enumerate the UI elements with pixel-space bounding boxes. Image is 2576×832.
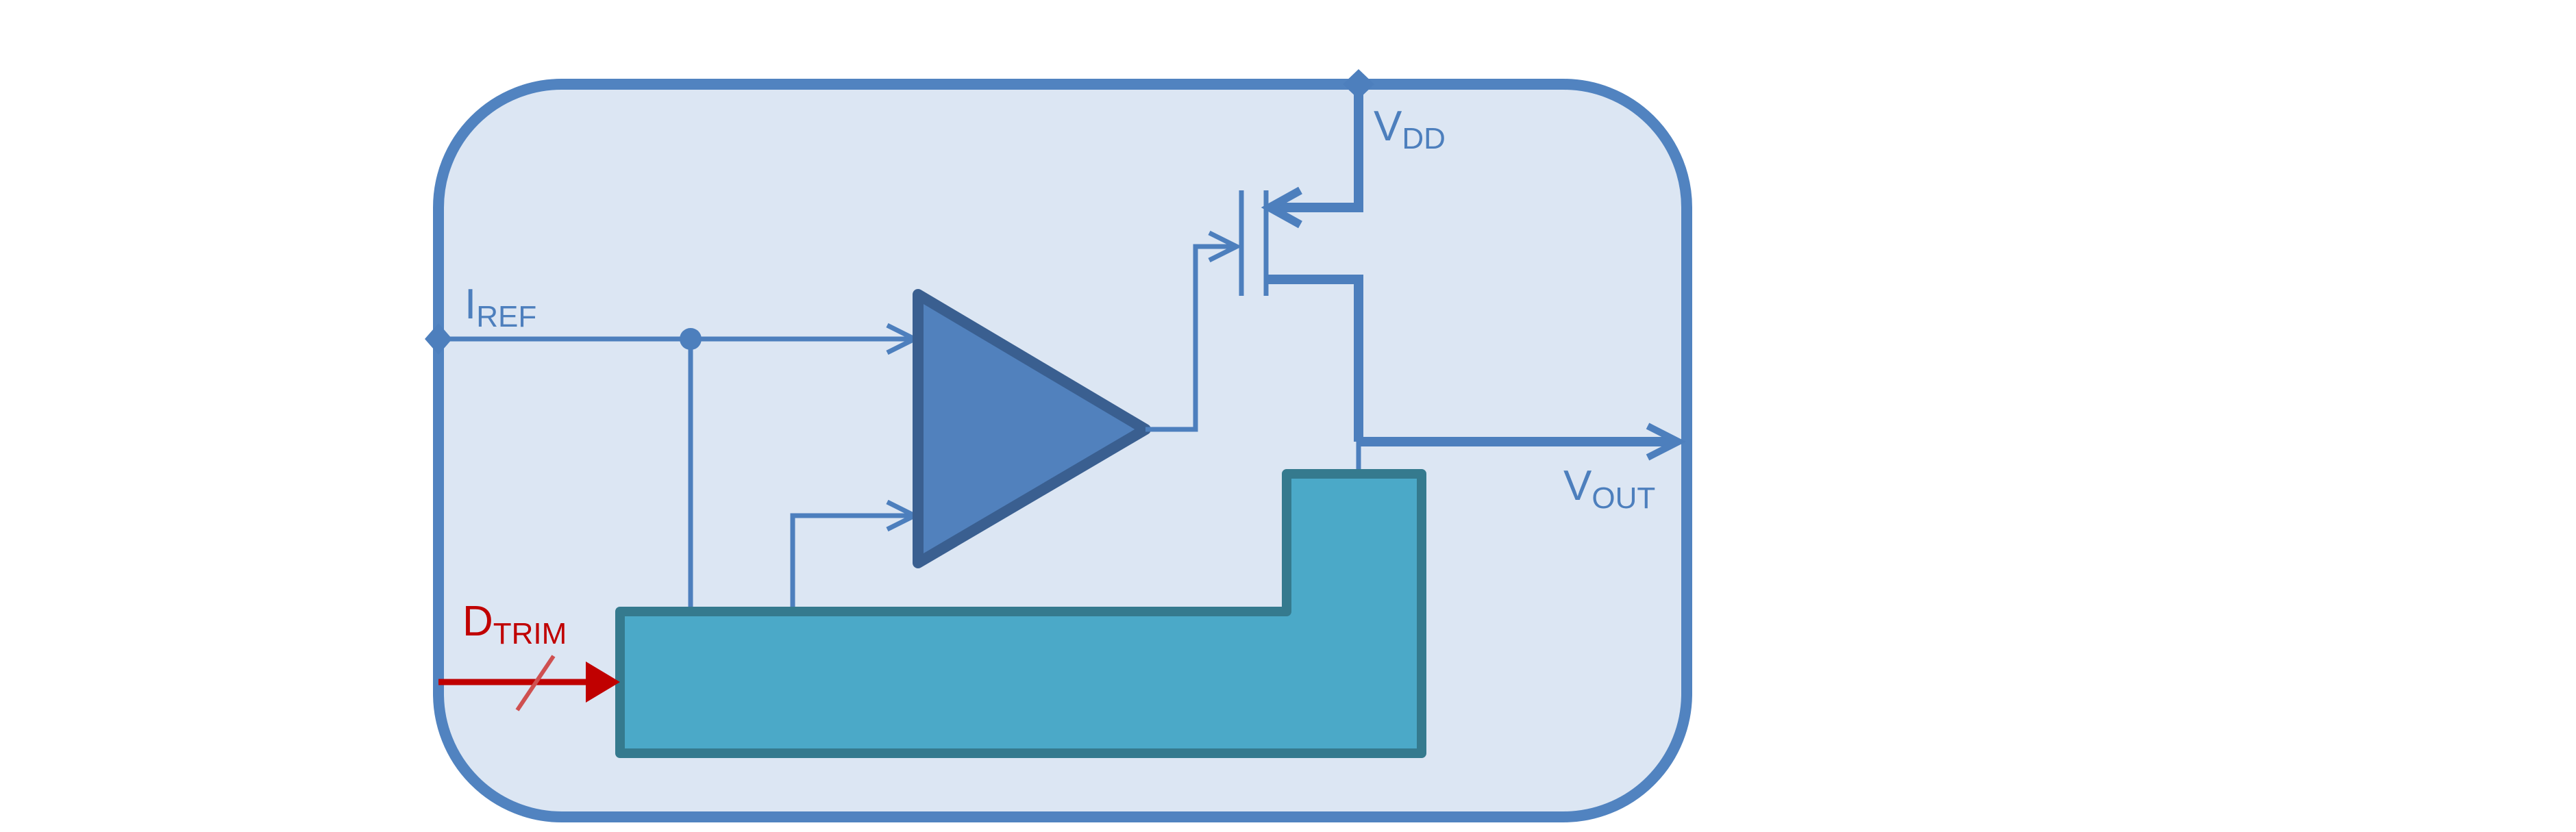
gate-arrow (1208, 230, 1242, 263)
transistor-source-wire (1273, 84, 1363, 212)
trim-network-block (615, 469, 1426, 758)
amplifier-triangle (913, 289, 1151, 568)
dtrim-label: DTRIM (462, 598, 567, 651)
feedback-wire (790, 513, 915, 612)
dtrim-bus-slash (515, 655, 556, 711)
iref-label: IREF (465, 281, 536, 333)
transistor-drain-wire (1266, 275, 1363, 442)
vdd-label: VDD (1374, 103, 1446, 155)
gate-drive-wire (1145, 244, 1235, 432)
vout-arrow (1646, 423, 1686, 461)
source-arrow (1261, 186, 1302, 229)
dtrim-arrowhead (586, 661, 620, 703)
vout-label: VOUT (1563, 462, 1655, 515)
